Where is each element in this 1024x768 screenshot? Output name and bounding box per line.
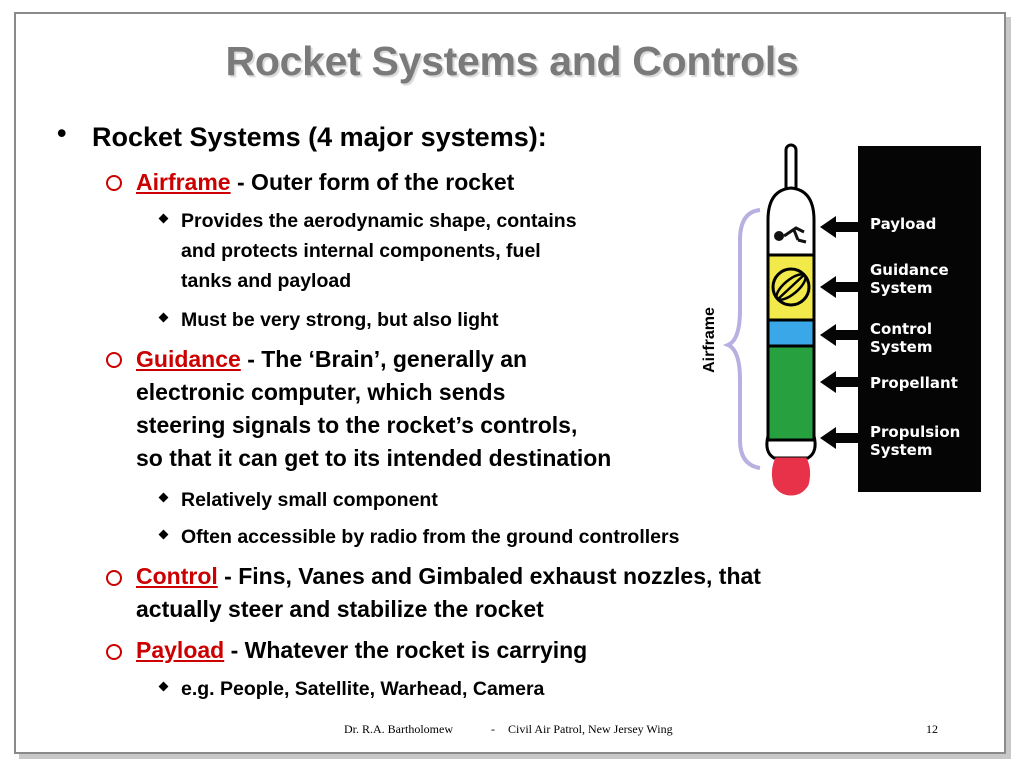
guidance-arrow-icon: [820, 276, 860, 298]
label-control-1: Control: [870, 320, 933, 338]
guidance-bullet-icon: [106, 352, 122, 368]
footer-org: Civil Air Patrol, New Jersey Wing: [508, 722, 673, 736]
airframe-side-label: Airframe: [701, 307, 718, 373]
propulsion-arrow-icon: [820, 427, 860, 449]
airframe-desc: - Outer form of the rocket: [230, 169, 515, 195]
payload-sub1: e.g. People, Satellite, Warhead, Camera: [181, 678, 545, 700]
guidance-desc-line1: - The ‘Brain’, generally an: [240, 346, 528, 372]
airframe-sub1-line3: tanks and payload: [181, 270, 352, 292]
airframe-bullet-icon: [106, 175, 122, 191]
slide-title: Rocket Systems and Controls: [225, 38, 799, 84]
payload-arrow-icon: [820, 216, 860, 238]
pointer-arrows: [820, 216, 860, 449]
guidance-sub2: Often accessible by radio from the groun…: [181, 526, 680, 548]
rocket-engine-section: [765, 435, 817, 460]
payload-bullet-icon: [106, 644, 122, 660]
payload-term: Payload: [136, 637, 225, 663]
payload-desc: - Whatever the rocket is carrying: [224, 637, 588, 663]
rocket-diagram: Airframe: [701, 143, 860, 496]
airframe-brace: [722, 208, 761, 470]
label-guidance-1: Guidance: [870, 261, 949, 279]
main-bullet-text: Rocket Systems (4 major systems):: [92, 122, 547, 152]
rocket-exhaust: [771, 457, 811, 496]
gyroscope-icon: [771, 267, 811, 307]
airframe-line: Airframe - Outer form of the rocket: [136, 166, 514, 198]
control-line1: Control - Fins, Vanes and Gimbaled exhau…: [136, 560, 761, 592]
payload-line: Payload - Whatever the rocket is carryin…: [136, 634, 587, 666]
guidance-line1: Guidance - The ‘Brain’, generally an: [136, 343, 527, 375]
rocket-propellant-section: [766, 344, 816, 442]
label-propulsion-1: Propulsion: [870, 423, 961, 441]
label-propulsion-2: System: [870, 441, 933, 459]
airframe-sub1-line2: and protects internal components, fuel: [181, 240, 541, 262]
control-desc-line1: - Fins, Vanes and Gimbaled exhaust nozzl…: [217, 563, 761, 589]
control-term: Control: [136, 563, 218, 589]
control-bullet-icon: [106, 570, 122, 586]
propellant-arrow-icon: [820, 371, 860, 393]
rocket-payload-section: [766, 186, 816, 257]
astronaut-icon: [774, 226, 807, 244]
footer-separator: -: [491, 722, 495, 736]
label-payload: Payload: [870, 215, 937, 233]
control-arrow-icon: [820, 324, 860, 346]
guidance-desc-line2: electronic computer, which sends: [136, 379, 506, 405]
guidance-desc-line3: steering signals to the rocket’s control…: [136, 412, 578, 438]
airframe-sub1-line1: Provides the aerodynamic shape, contains: [181, 210, 577, 232]
rocket-control-section: [766, 318, 816, 348]
main-bullet-dot: •: [57, 118, 67, 148]
diagram-label-panel: Payload Guidance System Control System P…: [858, 146, 981, 492]
guidance-term: Guidance: [136, 346, 241, 372]
guidance-desc-line4: so that it can get to its intended desti…: [136, 445, 612, 471]
label-propellant: Propellant: [870, 374, 958, 392]
label-control-2: System: [870, 338, 933, 356]
control-desc-line2: actually steer and stabilize the rocket: [136, 596, 544, 622]
airframe-sub2: Must be very strong, but also light: [181, 309, 499, 331]
label-guidance-2: System: [870, 279, 933, 297]
page-number: 12: [926, 722, 938, 736]
airframe-term: Airframe: [136, 169, 231, 195]
footer-author: Dr. R.A. Bartholomew: [344, 722, 453, 736]
guidance-sub1: Relatively small component: [181, 489, 438, 511]
